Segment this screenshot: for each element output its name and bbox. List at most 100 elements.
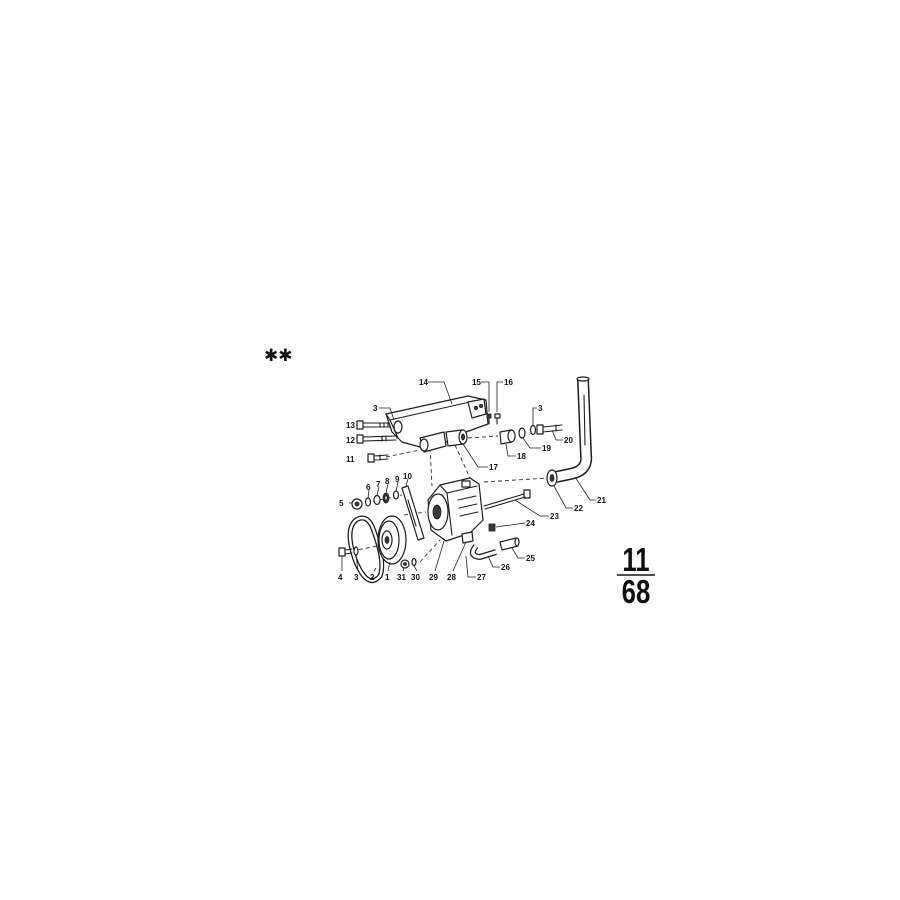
strap-body [401, 485, 425, 541]
leader-21 [574, 476, 596, 501]
bolt-head [486, 413, 492, 419]
bolt-shaft [362, 435, 397, 442]
bolt-head [494, 413, 501, 419]
callout-11: 11 [346, 455, 355, 464]
bolt-shaft [344, 548, 353, 555]
leader-28 [452, 541, 467, 572]
callout-3-right: 3 [538, 404, 543, 413]
leader-lines [341, 381, 596, 578]
pump-ribs [457, 495, 479, 517]
callout-19: 19 [542, 444, 551, 453]
callout-27: 27 [477, 573, 486, 582]
bolt-head [356, 434, 364, 444]
page-code: 11 68 [617, 542, 655, 611]
dash-bracket-pump-2 [429, 447, 433, 487]
bushing-17 [445, 429, 468, 447]
dash-bracket-pump [454, 444, 471, 479]
callout-17: 17 [489, 463, 498, 472]
callout-13: 13 [346, 421, 355, 430]
belt-fill [348, 516, 383, 582]
callout-31: 31 [397, 573, 406, 582]
clip-28 [461, 531, 474, 544]
ring-22 [546, 469, 558, 487]
pump-shaft-boss [432, 504, 442, 520]
pump-body [427, 477, 484, 542]
bolt-12 [356, 434, 397, 444]
leader-1 [387, 561, 391, 572]
callout-22: 22 [574, 504, 583, 513]
leader-26 [487, 555, 500, 568]
hose-26-fill [471, 544, 497, 559]
washer-6 [364, 497, 372, 507]
spring-8 [382, 492, 390, 504]
pipe-top-end [576, 376, 590, 382]
leader-27 [465, 555, 476, 578]
bolt-11 [367, 453, 389, 463]
leader-23 [514, 499, 549, 517]
callout-15: 15 [472, 378, 481, 387]
leader-10 [405, 478, 409, 487]
callout-12: 12 [346, 436, 355, 445]
bracket-hole [478, 403, 483, 408]
nut-5 [351, 498, 363, 510]
bolt-20 [536, 424, 563, 435]
leader-2 [373, 567, 377, 572]
dash-bolt-4 [351, 544, 383, 552]
leader-3-right [532, 407, 537, 426]
pump-top-port [461, 480, 471, 488]
pipe-21 [554, 376, 593, 483]
nut-31 [400, 559, 410, 569]
callout-4: 4 [338, 573, 343, 582]
callout-2: 2 [370, 573, 375, 582]
ring-19 [518, 427, 526, 439]
strap-slot [407, 499, 417, 527]
bushing-end [507, 429, 516, 443]
leader-6 [367, 489, 370, 499]
pipe-shade [583, 394, 586, 446]
strap-10 [401, 485, 425, 541]
callout-10: 10 [403, 472, 412, 481]
group-number: 11 [622, 542, 649, 579]
bolt-shaft [373, 454, 389, 461]
ring-inner [549, 474, 555, 482]
bolt-16 [494, 413, 501, 425]
dash-bolt-11 [385, 449, 421, 458]
bolt-head [367, 453, 375, 463]
nut-bore [354, 501, 360, 507]
bolt-shaft [483, 493, 526, 510]
leader-17 [462, 443, 488, 468]
callout-25: 25 [526, 554, 535, 563]
nut-bore [403, 562, 407, 566]
callout-21: 21 [597, 496, 606, 505]
nut-24 [488, 523, 496, 532]
bolt-head [536, 424, 544, 435]
bolt-head [356, 420, 364, 430]
bracket-lug [393, 420, 403, 434]
callout-16: 16 [504, 378, 513, 387]
bolt-shaft [362, 422, 397, 428]
dash-bracket-18 [467, 435, 499, 439]
leader-29 [434, 540, 445, 572]
part-25 [499, 537, 520, 551]
leader-8 [385, 483, 389, 494]
callout-3-bottom: 3 [354, 573, 359, 582]
washer-9 [392, 490, 400, 500]
marker-stars: ✱✱ [264, 346, 293, 366]
bolt-head [338, 547, 346, 557]
callout-23: 23 [550, 512, 559, 521]
washer-30 [411, 557, 417, 567]
callout-20: 20 [564, 436, 573, 445]
bolt-23 [483, 489, 531, 510]
part-25-end [514, 537, 520, 547]
leader-7 [376, 486, 380, 496]
callout-18: 18 [517, 452, 526, 461]
leader-30 [413, 565, 418, 572]
callout-26: 26 [501, 563, 510, 572]
callout-6: 6 [366, 483, 371, 492]
bolt-4 [338, 547, 353, 557]
pulley-bore [384, 536, 390, 544]
page-number: 68 [622, 574, 651, 611]
callout-28: 28 [447, 573, 456, 582]
bushing-18 [499, 429, 516, 445]
